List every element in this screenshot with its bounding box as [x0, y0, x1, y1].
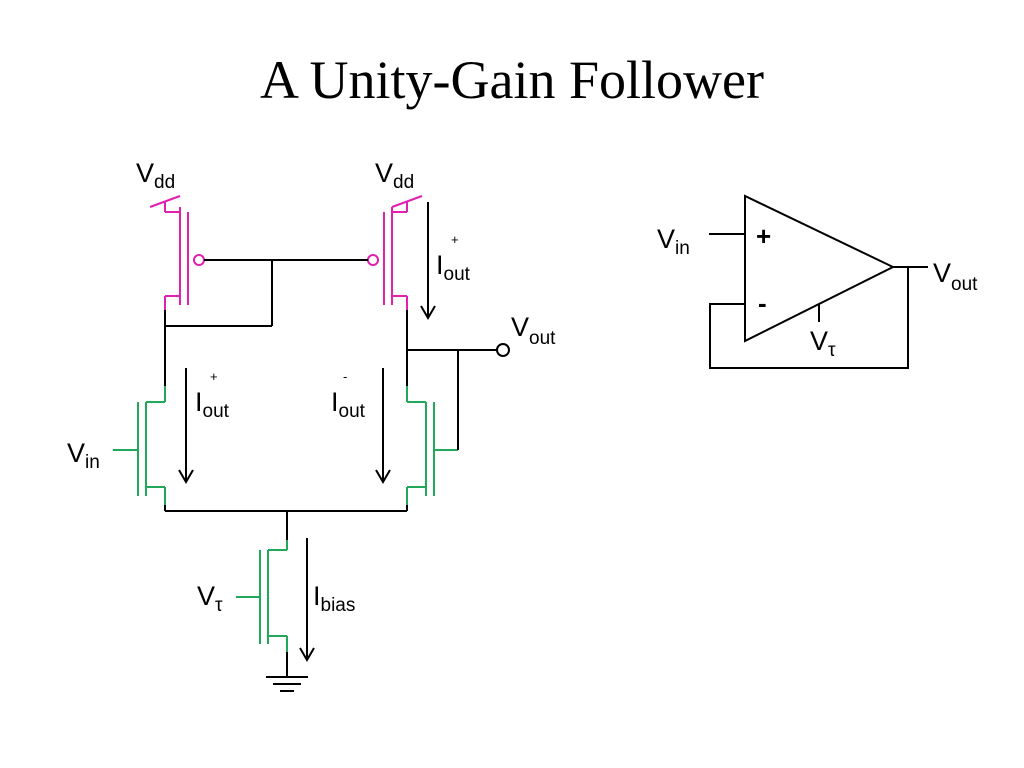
opamp-minus-sign: -	[758, 288, 767, 318]
vdd-left-label: Vdd	[136, 158, 175, 193]
vdd-right-label: Vdd	[375, 158, 414, 193]
pmos-right-transistor	[367, 195, 423, 310]
iout-plus-sup: +	[210, 369, 218, 384]
opamp-feedback-wire	[709, 267, 909, 369]
iout-minus-label: Iout	[331, 387, 366, 422]
arrow-iout-top	[420, 202, 436, 320]
opamp-vout-label: Vout	[933, 258, 978, 295]
iout-top-sup: +	[451, 232, 459, 247]
nmos-input-transistor	[113, 386, 166, 505]
vout-terminal	[496, 343, 510, 357]
iout-minus-sup: -	[343, 369, 347, 384]
arrow-iout-plus	[178, 368, 194, 484]
vtau-label: Vτ	[197, 581, 223, 616]
opamp-symbol	[709, 194, 928, 369]
current-arrows	[178, 202, 436, 662]
arrow-ibias	[299, 538, 315, 662]
circuit-wires	[164, 259, 497, 676]
nmos-feedback-transistor	[406, 386, 458, 505]
vin-label: Vin	[67, 438, 100, 473]
nmos-bias-transistor	[236, 540, 288, 652]
iout-top-label: Iout	[436, 250, 471, 285]
opamp-plus-sign: +	[756, 221, 771, 251]
slide-title: A Unity-Gain Follower	[260, 50, 764, 110]
iout-plus-label: Iout	[195, 387, 230, 422]
opamp-vin-label: Vin	[657, 224, 690, 259]
ground-symbol	[266, 676, 308, 692]
arrow-iout-minus	[375, 368, 391, 484]
pmos-left-transistor	[149, 195, 205, 310]
vout-label: Vout	[511, 312, 556, 349]
ibias-label: Ibias	[313, 581, 355, 616]
opamp-vtau-label: Vτ	[810, 326, 836, 361]
